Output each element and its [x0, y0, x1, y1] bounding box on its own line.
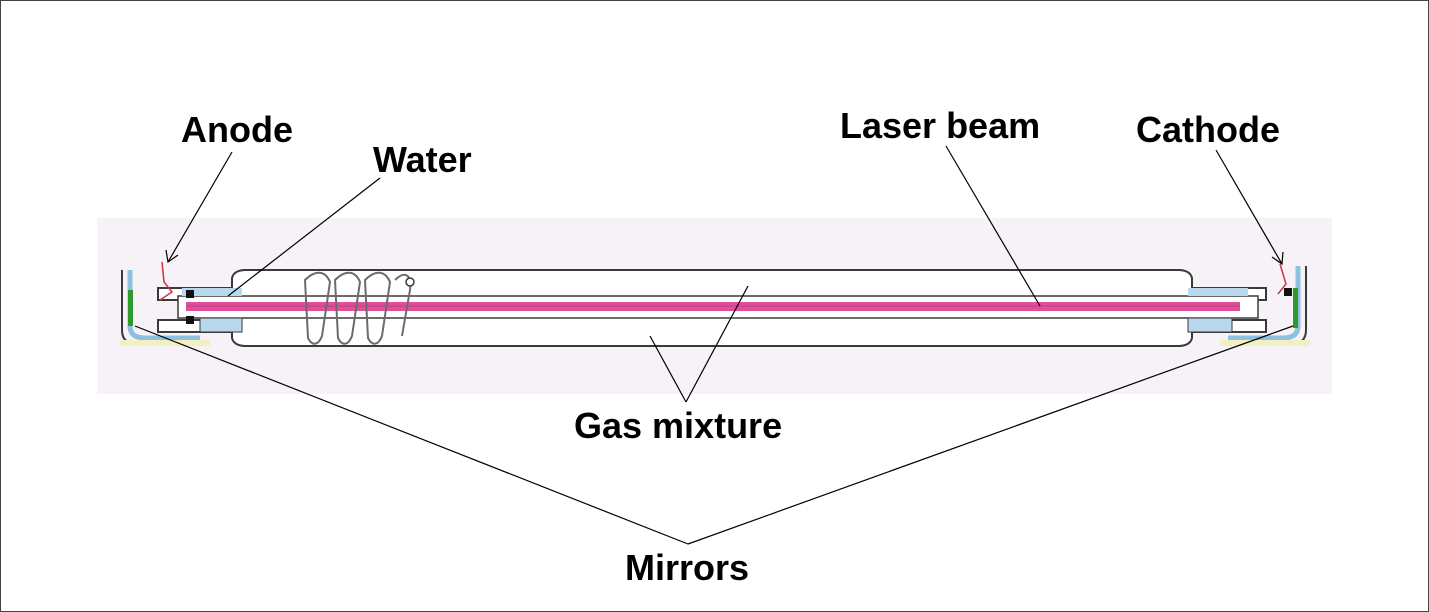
anode-arrowhead: [165, 249, 179, 264]
arrowheads: [165, 249, 1284, 266]
cathode-arrowhead: [1271, 251, 1284, 266]
water-jacket-right-top: [1188, 288, 1248, 296]
right-end-cap: [1220, 263, 1310, 346]
gas-mixture-label: Gas mixture: [574, 405, 783, 446]
water-jacket-right-bottom: [1187, 317, 1233, 333]
leader-lines: [134, 145, 1294, 545]
mirrors-leader-left: [134, 325, 689, 545]
mirrors-leader-right: [687, 325, 1294, 545]
gas-return-coil: [303, 271, 412, 345]
anode-label: Anode: [181, 109, 293, 150]
left-mirror: [128, 290, 133, 326]
water-jacket-left-top: [182, 288, 242, 296]
cathode-leader: [1215, 149, 1283, 265]
mirrors-label: Mirrors: [625, 547, 750, 588]
water-leader: [227, 177, 381, 297]
laser-beam-label: Laser beam: [840, 105, 1041, 146]
gas-port-hole: [405, 277, 415, 287]
anode-wire: [159, 261, 174, 301]
laser-beam-leader: [945, 145, 1041, 307]
water-jacket-left-bottom: [199, 317, 243, 333]
left-end-cap: [120, 261, 210, 346]
gas-mixture-leader-1: [649, 335, 687, 403]
anode-leader: [167, 151, 233, 263]
water-label: Water: [373, 139, 472, 180]
cathode-label: Cathode: [1136, 109, 1280, 150]
cathode-wire: [1277, 263, 1287, 295]
gas-mixture-leader-2: [685, 285, 749, 403]
right-mirror: [1293, 288, 1298, 328]
